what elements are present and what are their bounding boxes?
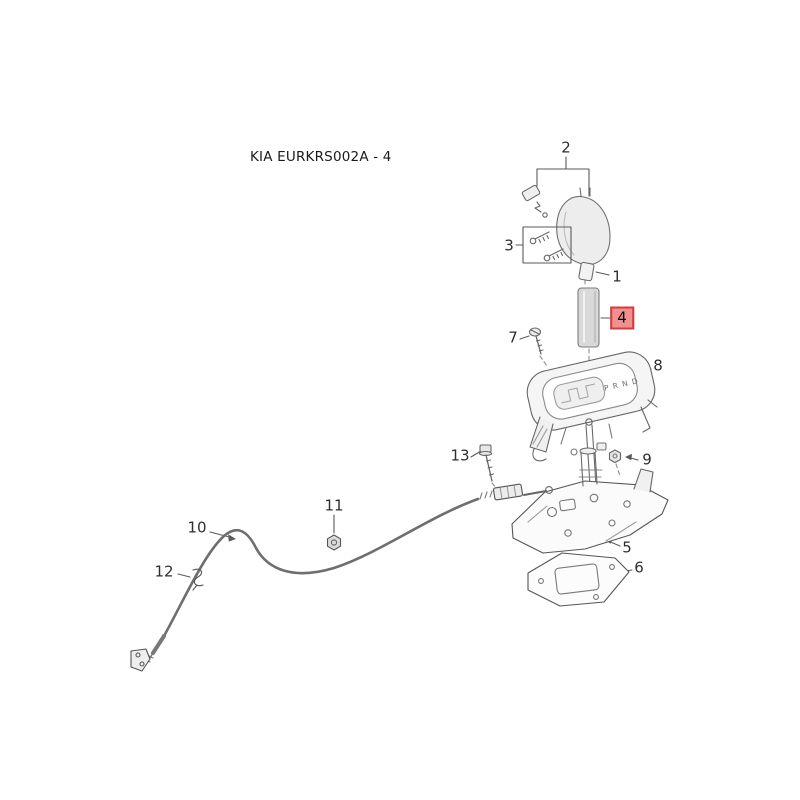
part-callout-8[interactable]: 8	[653, 356, 663, 375]
bolt-drawing	[478, 444, 495, 482]
part-callout-10[interactable]: 10	[187, 518, 207, 537]
part-callout-1[interactable]: 1	[612, 267, 622, 286]
diagram-title: KIA EURKRS002A - 4	[250, 149, 392, 165]
screw-set-box-drawing	[522, 226, 572, 264]
indicator-panel-drawing: P R N D	[526, 351, 658, 462]
part-callout-4-highlighted[interactable]: 4	[610, 306, 634, 330]
part-callout-9[interactable]: 9	[642, 450, 652, 469]
part-callout-5[interactable]: 5	[622, 538, 632, 557]
part-callout-13[interactable]: 13	[450, 446, 470, 465]
part-callout-12[interactable]: 12	[154, 562, 174, 581]
part-callout-3[interactable]: 3	[504, 236, 514, 255]
part-callout-11[interactable]: 11	[324, 496, 344, 515]
part-callout-2[interactable]: 2	[561, 138, 571, 157]
nut-drawing	[608, 449, 622, 464]
mounting-plate-drawing	[527, 552, 630, 607]
clip-drawing	[578, 261, 595, 282]
lever-sleeve-drawing	[577, 287, 600, 348]
shift-knob-drawing	[521, 184, 611, 265]
control-cable-drawing	[130, 483, 553, 672]
screw-drawing	[528, 327, 544, 355]
part-callout-6[interactable]: 6	[634, 558, 644, 577]
retainer-clip-drawing	[192, 568, 204, 591]
cable-nut-drawing	[326, 534, 342, 551]
lever-shaft-drawing	[570, 418, 607, 501]
part-callout-7[interactable]: 7	[508, 328, 518, 347]
base-plate-drawing	[511, 447, 669, 554]
